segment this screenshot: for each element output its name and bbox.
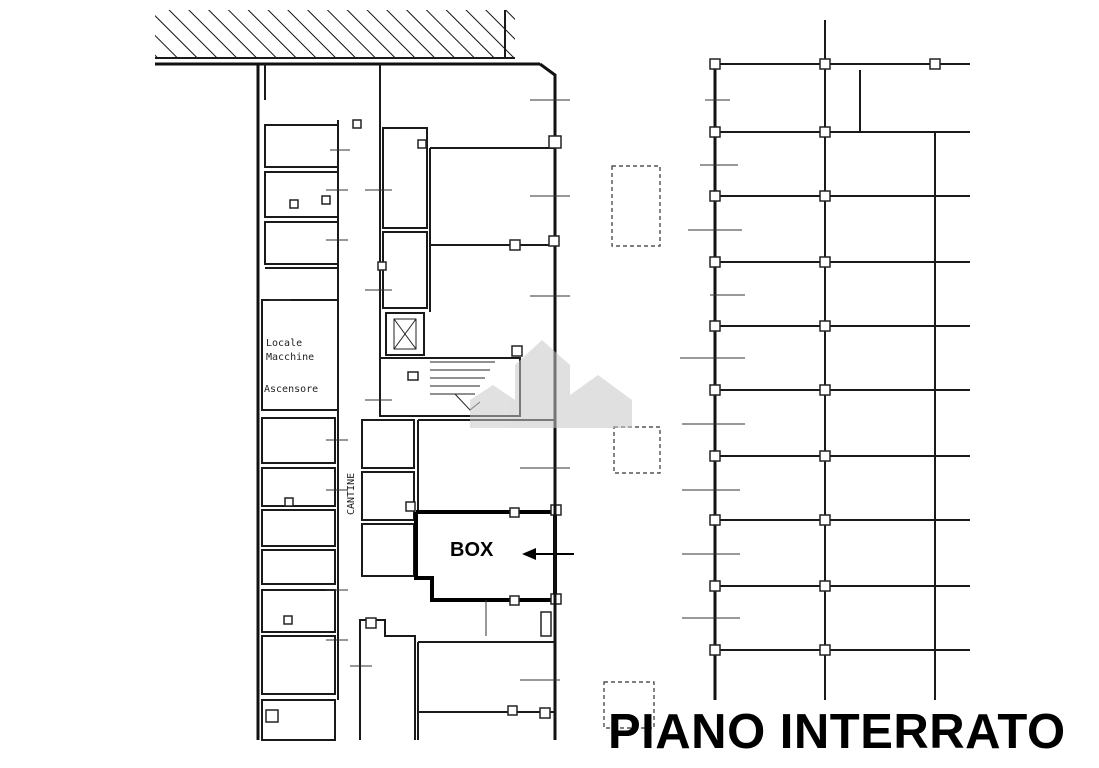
elevator-shaft-icon [393, 318, 417, 350]
parking-block-right [680, 20, 970, 700]
box-label: BOX [450, 539, 494, 561]
cantine-block-middle [361, 419, 661, 577]
locale-label-line1: Locale [266, 338, 302, 349]
locale-macchine-label: Locale Macchine Ascensore [264, 338, 318, 395]
locale-label-line3: Ascensore [264, 384, 318, 395]
arrow-left-icon [522, 548, 574, 560]
cantine-label: CANTINE [346, 473, 357, 515]
staircase-icon [430, 361, 495, 411]
hatched-boundary-wall [155, 10, 557, 140]
dashed-outline-upper [611, 165, 661, 247]
locale-label-line2: Macchine [266, 352, 314, 363]
building-watermark-icon [470, 340, 632, 428]
cantine-block-left [256, 64, 350, 741]
central-service-block [352, 64, 521, 417]
garage-rooms-lower [265, 420, 655, 740]
page-title: PIANO INTERRATO [608, 705, 1066, 759]
